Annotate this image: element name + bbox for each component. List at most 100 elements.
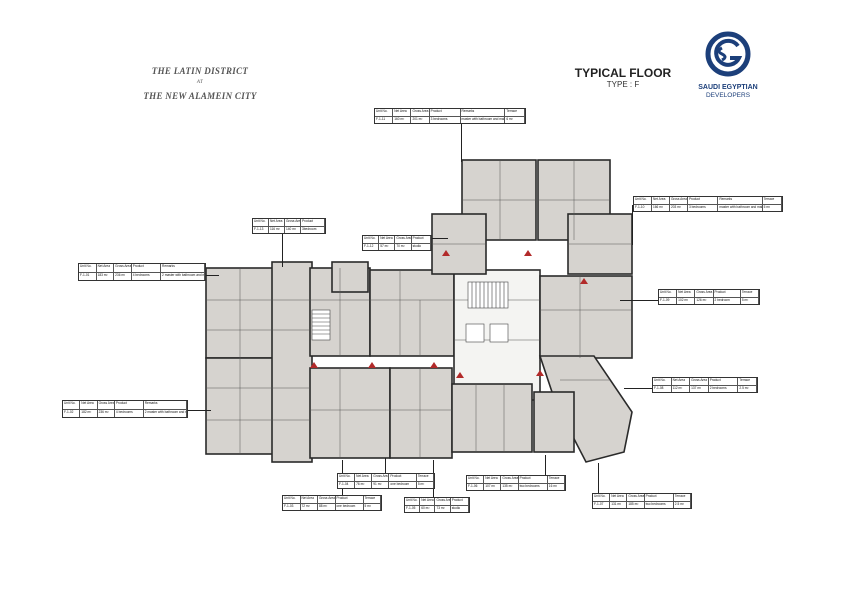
table-cell: master with bathroom and maid room. — [718, 204, 763, 211]
table-header: Net Area — [300, 496, 318, 504]
table-cell: 137 m² — [690, 385, 709, 392]
table-header: Unit No. — [405, 498, 421, 506]
table-header: Gross Area — [690, 378, 709, 386]
table-header: Terrace — [738, 378, 757, 386]
table-cell: 102 m² — [677, 297, 696, 304]
table-header: Gross Area — [501, 476, 519, 484]
table-header: Gross Area — [97, 401, 115, 410]
table-cell: 131 m² — [610, 501, 628, 508]
table-cell: 5 m² — [417, 481, 434, 488]
page-title: TYPICAL FLOOR — [574, 66, 672, 80]
table-header: Net Area — [379, 236, 396, 244]
table-cell: 112 m² — [672, 385, 691, 392]
table-header: Remarks — [143, 401, 187, 410]
unit-table-F1-06: Unit No. Net Area Gross Area Product Ter… — [466, 475, 566, 491]
table-header: Product — [450, 498, 469, 506]
table-header: Terrace — [547, 476, 565, 484]
table-cell: F-1-09 — [659, 297, 678, 304]
floor-type-label: TYPE : F — [606, 80, 640, 89]
unit-table-F1-09: Unit No. Net Area Gross Area Product Ter… — [658, 289, 760, 305]
table-cell: 57 m² — [379, 243, 396, 250]
table-cell: 2.5 m² — [674, 501, 691, 508]
table-header: Unit No. — [283, 496, 301, 504]
table-cell: 76 m² — [355, 481, 373, 488]
table-cell: 4 bedrooms — [132, 272, 162, 280]
unit-block-west-centre — [271, 261, 313, 463]
unit-table-F1-07: Unit No. Net Area Gross Area Product Ter… — [592, 493, 692, 509]
table-cell: 5 m² — [763, 204, 782, 211]
table-header: Unit No. — [338, 474, 356, 482]
west-stair — [311, 309, 331, 341]
table-header: Unit No. — [653, 378, 672, 386]
table-header: Gross Area — [372, 474, 390, 482]
table-cell: 5 m² — [741, 297, 759, 304]
table-cell: F-1-03 — [283, 503, 301, 510]
logo-wordmark-line2: DEVELOPERS — [705, 92, 751, 99]
unit-table-F1-08: Unit No. Net Area Gross Area Product Ter… — [652, 377, 758, 393]
table-cell: 2 master with bathroom and maid room. — [161, 272, 205, 280]
table-cell: 70 m² — [395, 243, 412, 250]
entry-marker — [430, 362, 438, 368]
table-header: Terrace — [740, 290, 759, 298]
table-cell: one bedroom — [389, 481, 417, 488]
table-header: Terrace — [762, 197, 782, 205]
table-cell: 73 m² — [435, 505, 451, 512]
table-header: Remarks — [161, 264, 205, 273]
table-header: Terrace — [363, 496, 381, 504]
table-cell: one bedroom — [336, 503, 364, 510]
table-cell: 91 m² — [372, 481, 390, 488]
leader-line — [620, 300, 660, 301]
table-cell: 2 bedrooms — [709, 385, 739, 392]
table-header: Net Area — [393, 109, 412, 117]
table-cell: F-1-12 — [363, 243, 380, 250]
company-logo-icon — [705, 31, 751, 77]
table-header: Net Area — [671, 378, 691, 386]
table-header: Product — [713, 290, 741, 298]
table-cell: F-1-10 — [634, 204, 652, 211]
table-header: Unit No. — [363, 236, 380, 244]
leader-line — [385, 458, 386, 473]
leader-line — [545, 455, 546, 475]
leader-line — [632, 205, 633, 245]
table-cell: 2.5 m² — [738, 385, 757, 392]
table-cell: F-1-07 — [593, 501, 611, 508]
table-cell: 203 m² — [670, 204, 688, 211]
unit-table-F1-02: Unit No. Net Area Gross Area Product Rem… — [62, 400, 188, 418]
project-at: AT — [196, 80, 204, 85]
leader-line — [461, 122, 462, 162]
lift-2 — [489, 323, 509, 343]
table-cell: 140 m² — [285, 226, 301, 233]
table-cell: F-1-11 — [375, 116, 394, 123]
leader-line — [428, 238, 448, 239]
table-header: Remarks — [718, 197, 763, 205]
table-header: Gross Area — [318, 496, 336, 504]
unit-block-south-b — [533, 391, 575, 453]
table-cell: 107 m² — [484, 483, 502, 490]
table-cell: 182 m² — [80, 409, 98, 417]
table-header: Gross Area — [669, 197, 688, 205]
table-cell: 4 bedrooms — [115, 409, 144, 417]
table-header: Terrace — [416, 474, 434, 482]
entry-marker — [442, 250, 450, 256]
table-header: Product — [114, 401, 144, 410]
table-cell: 236 m² — [98, 409, 115, 417]
leader-line — [204, 275, 219, 276]
table-header: Unit No. — [467, 476, 485, 484]
table-header: Product — [518, 476, 548, 484]
table-header: Product — [389, 474, 417, 482]
table-cell: 2 bedroom — [714, 297, 741, 304]
entry-marker — [310, 362, 318, 368]
table-cell: 236 m² — [114, 272, 132, 280]
table-header: Gross Area — [627, 494, 645, 502]
table-header: Net Area — [355, 474, 373, 482]
table-header: Remarks — [460, 109, 506, 117]
table-cell: 135 m² — [501, 483, 519, 490]
table-cell: F-1-04 — [338, 481, 356, 488]
table-header: Net Area — [269, 219, 285, 227]
table-cell: two bedrooms — [519, 483, 548, 490]
unit-block-east-a — [539, 275, 633, 359]
table-cell: 185 m² — [627, 501, 645, 508]
table-header: Product — [301, 219, 325, 227]
table-header: Net Area — [677, 290, 696, 298]
